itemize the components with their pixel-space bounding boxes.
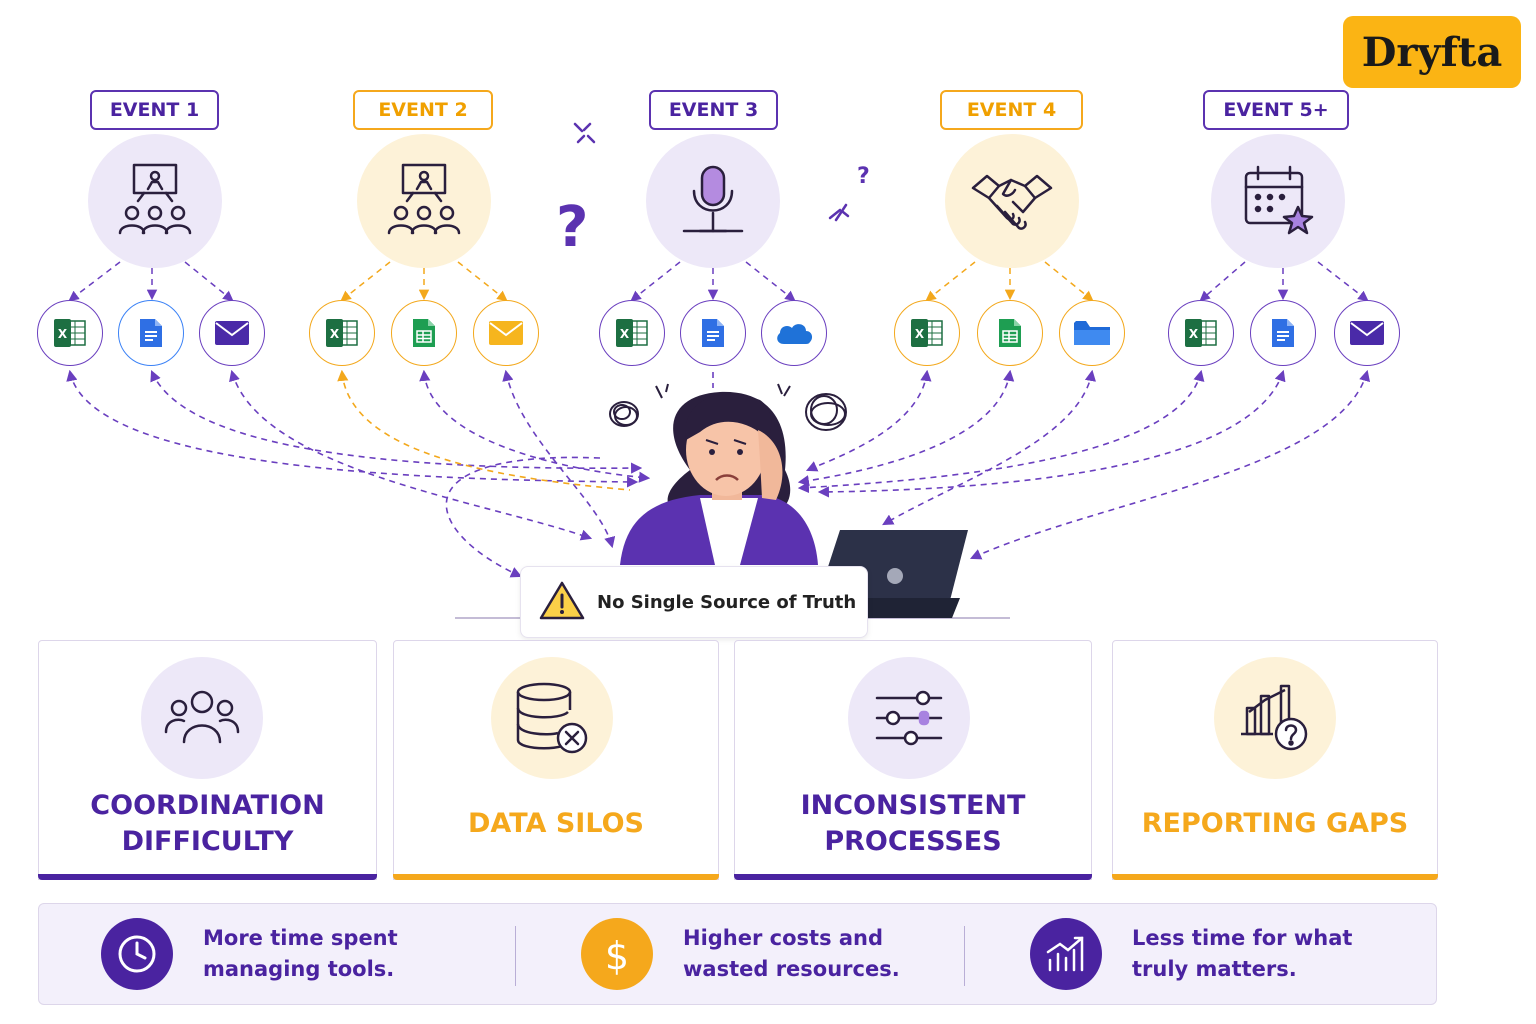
challenge-card-coordination: COORDINATION DIFFICULTY <box>38 640 377 880</box>
dollar-icon: $ <box>581 918 653 990</box>
divider <box>964 926 965 986</box>
svg-text:?: ? <box>556 195 588 260</box>
warning-icon <box>539 580 585 624</box>
divider <box>515 926 516 986</box>
svg-text:X: X <box>1189 327 1199 341</box>
google-docs-icon[interactable] <box>680 300 746 366</box>
cloud-icon[interactable] <box>761 300 827 366</box>
impact-item: Less time for what truly matters. <box>1030 918 1352 990</box>
svg-text:$: $ <box>605 934 629 977</box>
challenge-title: REPORTING GAPS <box>1141 808 1409 839</box>
challenge-card-data-silos: DATA SILOS <box>393 640 719 880</box>
challenge-card-inconsistent-processes: INCONSISTENT PROCESSES <box>734 640 1092 880</box>
microphone-icon <box>646 134 780 268</box>
svg-text:X: X <box>58 327 68 341</box>
clock-icon <box>101 918 173 990</box>
presentation-audience-icon <box>357 134 491 268</box>
challenge-title: INCONSISTENT PROCESSES <box>800 790 1026 857</box>
brand-logo[interactable]: Dryfta <box>1343 16 1521 88</box>
impact-text: Less time for what truly matters. <box>1132 926 1353 981</box>
excel-icon[interactable]: X <box>599 300 665 366</box>
impacts-panel: More time spent managing tools. $ Higher… <box>38 903 1437 1005</box>
svg-text:X: X <box>915 327 925 341</box>
svg-text:X: X <box>620 327 630 341</box>
svg-text:X: X <box>330 327 340 341</box>
callout-text: No Single Source of Truth <box>597 591 857 613</box>
chart-growth-icon <box>1030 918 1102 990</box>
google-docs-icon[interactable] <box>118 300 184 366</box>
event-2-label: EVENT 2 <box>353 90 493 130</box>
presentation-audience-icon <box>88 134 222 268</box>
event-3-label: EVENT 3 <box>649 90 778 130</box>
event-5-label: EVENT 5+ <box>1203 90 1349 130</box>
no-single-source-callout: No Single Source of Truth <box>520 566 868 638</box>
event-1-label: EVENT 1 <box>90 90 219 130</box>
event-4-label: EVENT 4 <box>940 90 1083 130</box>
excel-icon[interactable]: X <box>894 300 960 366</box>
impact-item: $ Higher costs and wasted resources. <box>581 918 900 990</box>
sliders-icon <box>848 657 970 779</box>
impact-text: Higher costs and wasted resources. <box>683 926 900 981</box>
google-sheets-icon[interactable] <box>977 300 1043 366</box>
challenge-card-reporting-gaps: REPORTING GAPS <box>1112 640 1438 880</box>
stressed-person-illustration <box>620 391 818 565</box>
email-icon[interactable] <box>199 300 265 366</box>
excel-icon[interactable]: X <box>309 300 375 366</box>
google-docs-icon[interactable] <box>1250 300 1316 366</box>
email-icon[interactable] <box>1334 300 1400 366</box>
impact-text: More time spent managing tools. <box>203 926 398 981</box>
challenge-title: COORDINATION DIFFICULTY <box>90 790 325 857</box>
google-sheets-icon[interactable] <box>391 300 457 366</box>
database-x-icon <box>491 657 613 779</box>
handshake-icon <box>945 134 1079 268</box>
svg-text:?: ? <box>857 164 870 189</box>
calendar-star-icon <box>1211 134 1345 268</box>
impact-item: More time spent managing tools. <box>101 918 398 990</box>
team-icon <box>141 657 263 779</box>
folder-icon[interactable] <box>1059 300 1125 366</box>
email-icon[interactable] <box>473 300 539 366</box>
excel-icon[interactable]: X <box>1168 300 1234 366</box>
challenge-title: DATA SILOS <box>468 808 644 839</box>
excel-icon[interactable]: X <box>37 300 103 366</box>
chart-question-icon <box>1214 657 1336 779</box>
